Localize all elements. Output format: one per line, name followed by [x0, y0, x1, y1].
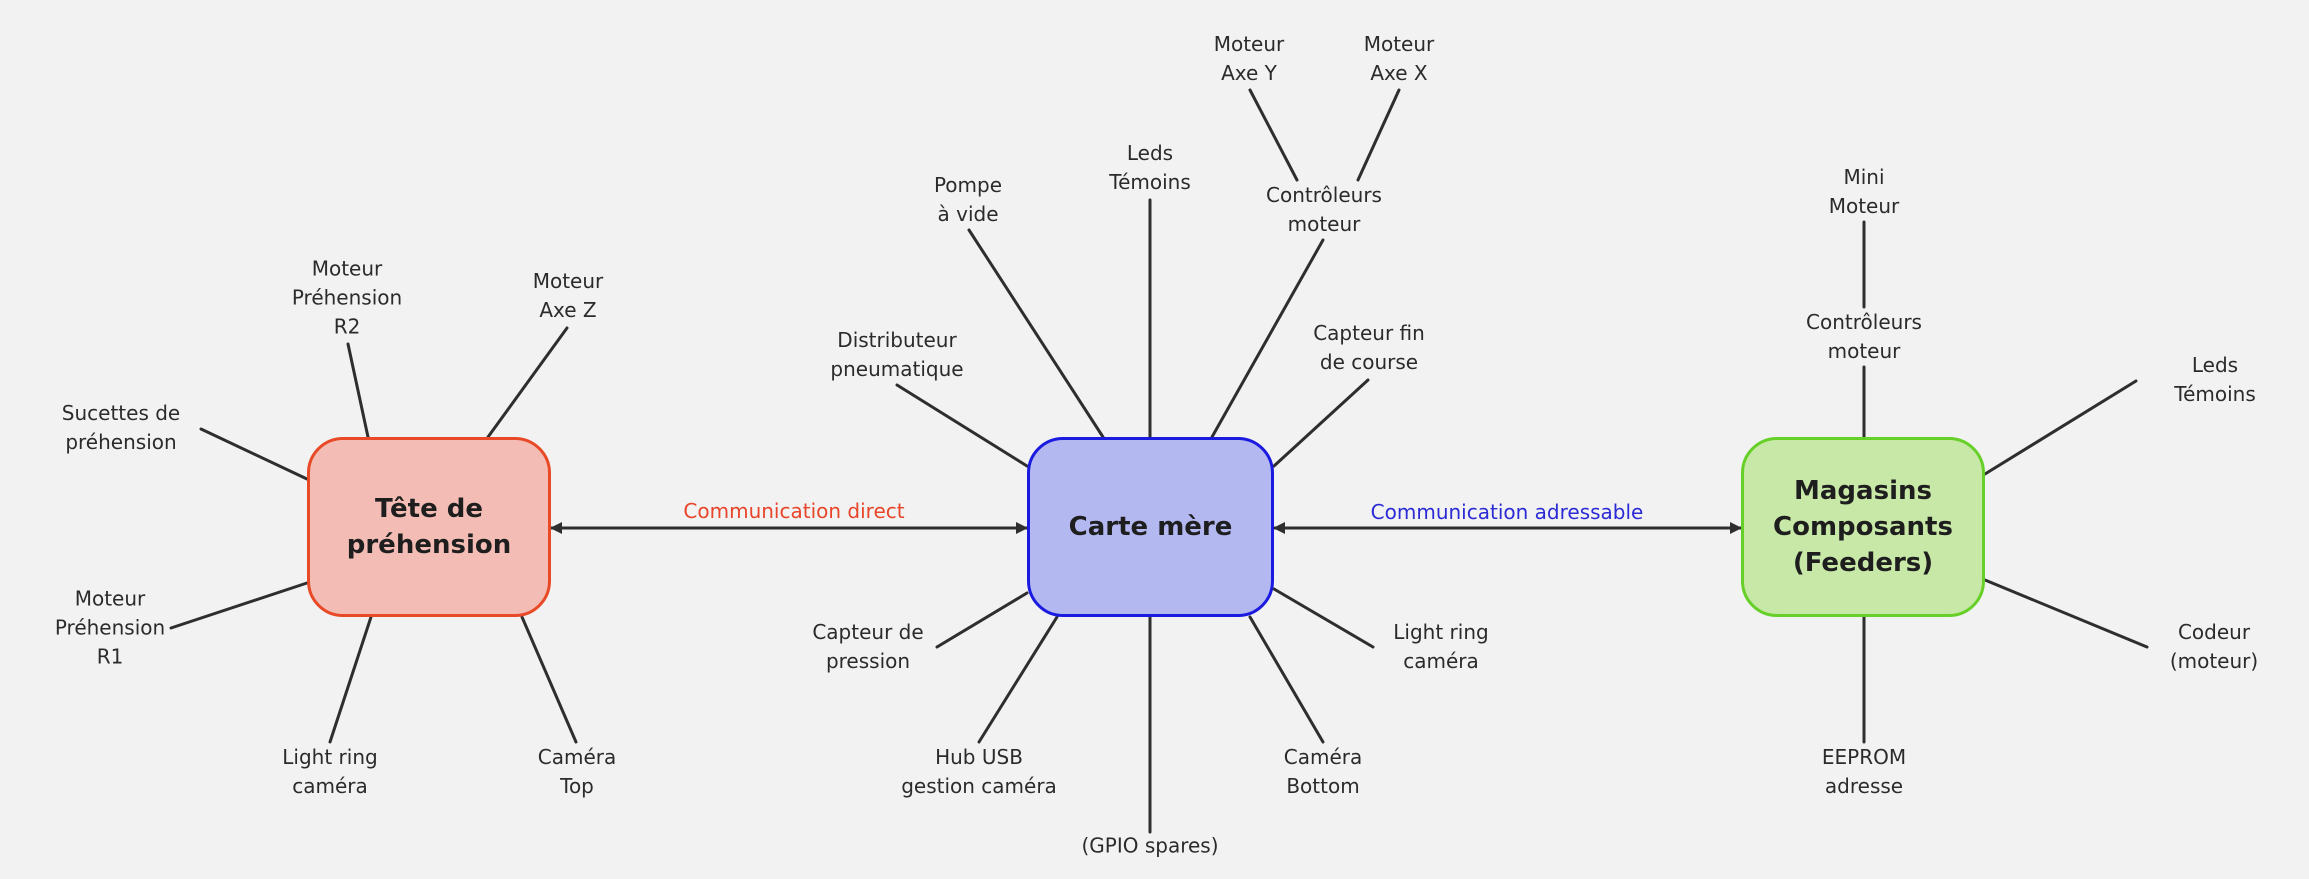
edge-head-light-ring [328, 615, 373, 744]
edge-head-moteur-r1 [169, 581, 309, 630]
label-mother-gpio: (GPIO spares) [1081, 833, 1219, 858]
edge-mother-capteur-pression [935, 591, 1029, 649]
label-head-sucettes: Sucettes de préhension [61, 401, 181, 454]
edge-mother-hub-usb [977, 615, 1059, 744]
edge-head-sucettes [199, 427, 309, 481]
edge-mother-distributeur [895, 383, 1029, 468]
node-carte-mere: Carte mère [1027, 437, 1274, 617]
edge-feeder-codeur [1983, 578, 2149, 649]
label-feeder-codeur: Codeur (moteur) [2169, 620, 2259, 673]
edge-mother-capteur-fin [1272, 378, 1370, 468]
edge-mother-moteur-y [1248, 88, 1299, 182]
label-mother-leds: Leds Témoins [1109, 141, 1191, 194]
label-mother-light-ring: Light ring caméra [1393, 620, 1489, 673]
edge-mother-pompe [967, 228, 1105, 439]
label-mother-pompe: Pompe à vide [933, 173, 1003, 226]
label-head-moteur-r1: Moteur Préhension R1 [54, 586, 166, 669]
label-mother-controleurs: Contrôleurs moteur [1266, 183, 1382, 236]
edge-mother-camera-bottom [1248, 615, 1325, 744]
edge-mother-light-ring [1272, 587, 1375, 649]
label-feeder-controleurs: Contrôleurs moteur [1806, 310, 1922, 363]
label-feeder-mini-moteur: Mini Moteur [1828, 165, 1900, 218]
label-head-camera-top: Caméra Top [537, 745, 617, 798]
edge-head-moteur-r2 [346, 342, 370, 439]
edge-feeder-leds [1983, 379, 2138, 476]
label-mother-moteur-x: Moteur Axe X [1363, 32, 1435, 85]
label-communication-direct: Communication direct [683, 499, 905, 523]
edge-mother-moteur-x [1356, 88, 1401, 182]
label-head-moteur-z: Moteur Axe Z [532, 269, 604, 322]
edge-mother-controleurs [1210, 238, 1325, 439]
label-head-moteur-r2: Moteur Préhension R2 [291, 256, 403, 339]
label-head-light-ring: Light ring caméra [282, 745, 378, 798]
label-mother-camera-bottom: Caméra Bottom [1283, 745, 1363, 798]
node-tete-prehension: Tête de préhension [307, 437, 551, 617]
label-feeder-leds: Leds Témoins [2174, 353, 2256, 406]
label-mother-hub-usb: Hub USB gestion caméra [901, 745, 1057, 798]
label-mother-capteur-fin: Capteur fin de course [1313, 321, 1425, 374]
label-feeder-eeprom: EEPROM adresse [1821, 745, 1907, 798]
label-mother-capteur-pression: Capteur de pression [812, 620, 924, 673]
label-mother-moteur-y: Moteur Axe Y [1213, 32, 1285, 85]
edge-head-moteur-z [486, 326, 569, 439]
node-feeders: Magasins Composants (Feeders) [1741, 437, 1985, 617]
edge-head-camera-top [520, 615, 578, 744]
label-mother-distributeur: Distributeur pneumatique [830, 328, 964, 381]
label-communication-adressable: Communication adressable [1370, 500, 1644, 524]
